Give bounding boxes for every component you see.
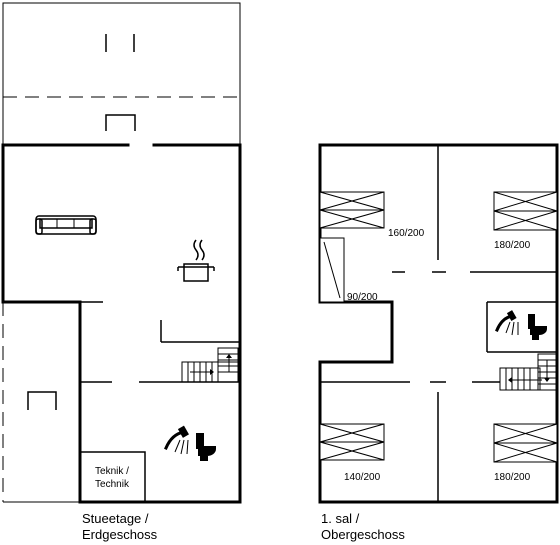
bed-90-icon: 90/200 [319, 237, 378, 303]
bed-180-bottom-icon: 180/200 [493, 423, 558, 483]
technik-room-label: Teknik / Technik [95, 466, 130, 490]
first-floor-plan: 160/200 180/200 90/200 140/200 [318, 143, 559, 542]
annex-outline [2, 302, 81, 503]
bed-140-icon: 140/200 [319, 423, 385, 483]
ground-floor-walls [1, 143, 242, 504]
cooking-pot-icon [177, 239, 215, 282]
bed-180-top-icon: 180/200 [493, 191, 558, 251]
technik-label-line1: Teknik / [95, 466, 129, 477]
ground-floor-label-line1: Stueetage / [82, 511, 149, 526]
first-floor-shower-icon [495, 310, 519, 336]
shower-icon [164, 425, 189, 455]
first-floor-interior-walls [320, 145, 557, 502]
bed-180-bottom-label: 180/200 [494, 472, 531, 483]
first-floor-label-line1: 1. sal / [321, 511, 360, 526]
stairs-down-icon [499, 353, 557, 391]
sofa-icon [35, 215, 97, 235]
bed-180-top-label: 180/200 [494, 240, 531, 251]
first-floor-label-line2: Obergeschoss [321, 527, 405, 542]
bed-140-label: 140/200 [344, 472, 381, 483]
bed-160-label: 160/200 [388, 228, 425, 239]
ground-floor-plan: Teknik / Technik Stueetage / Erdgeschoss [1, 2, 242, 542]
first-floor-toilet-icon [528, 314, 547, 340]
toilet-icon [196, 433, 216, 461]
terrace-outline [2, 2, 241, 145]
bed-160-icon: 160/200 [319, 191, 425, 239]
stairs-up-icon [181, 347, 239, 383]
bed-90-label: 90/200 [347, 292, 378, 303]
technik-label-line2: Technik [95, 479, 130, 490]
ground-floor-label-line2: Erdgeschoss [82, 527, 158, 542]
